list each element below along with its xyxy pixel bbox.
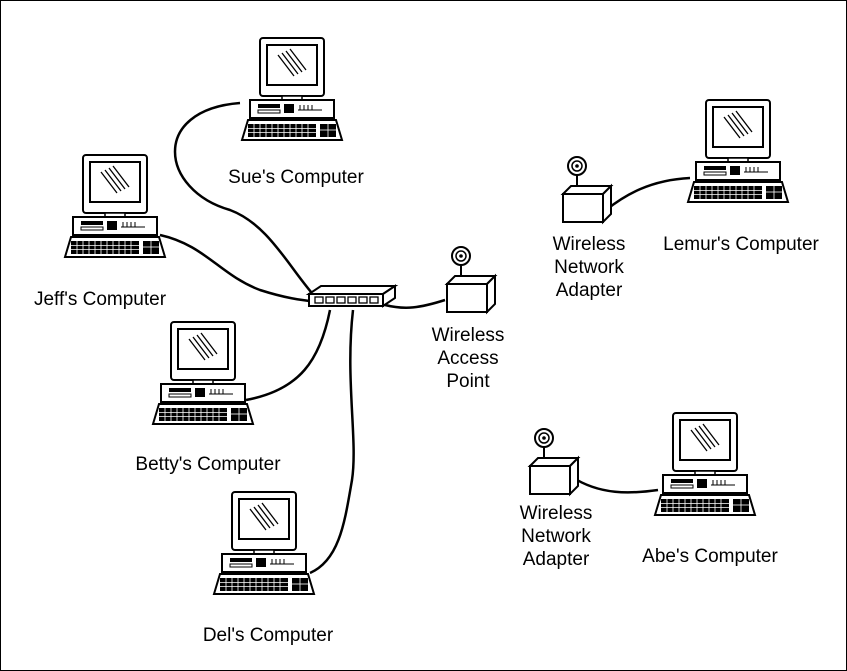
label-del: Del's Computer [203,625,334,646]
label-adapter2-line2: Network [521,526,591,547]
cable-sue [173,101,319,301]
sue-computer-icon [241,37,343,141]
label-adapter2-line1: Wireless [520,503,593,524]
label-lemur: Lemur's Computer [663,234,819,255]
betty-computer-icon [152,321,254,425]
label-adapter1-line2: Network [554,257,624,278]
label-ap-line1: Wireless [432,325,505,346]
cable-abe [571,475,659,494]
cable-del [309,309,355,575]
label-adapter1-line1: Wireless [553,234,626,255]
label-adapter1-line3: Adapter [556,280,623,301]
del-computer-icon [213,491,315,595]
label-sue: Sue's Computer [228,167,364,188]
label-ap-line2: Access [437,348,498,369]
cable-jeff [159,233,319,304]
adapter-abe-icon [529,428,579,495]
lemur-computer-icon [687,99,789,203]
adapter-lemur-icon [562,156,612,223]
cable-lemur [605,176,691,211]
label-adapter2-line3: Adapter [523,549,590,570]
label-betty: Betty's Computer [135,454,281,475]
cable-ap [384,298,446,309]
label-abe: Abe's Computer [642,546,778,567]
jeff-computer-icon [64,154,166,258]
label-ap-line3: Point [446,371,490,392]
abe-computer-icon [654,412,756,516]
label-jeff: Jeff's Computer [34,289,167,310]
cable-betty [245,309,332,402]
network-hub-icon [305,284,399,308]
access-point-icon [446,246,496,313]
